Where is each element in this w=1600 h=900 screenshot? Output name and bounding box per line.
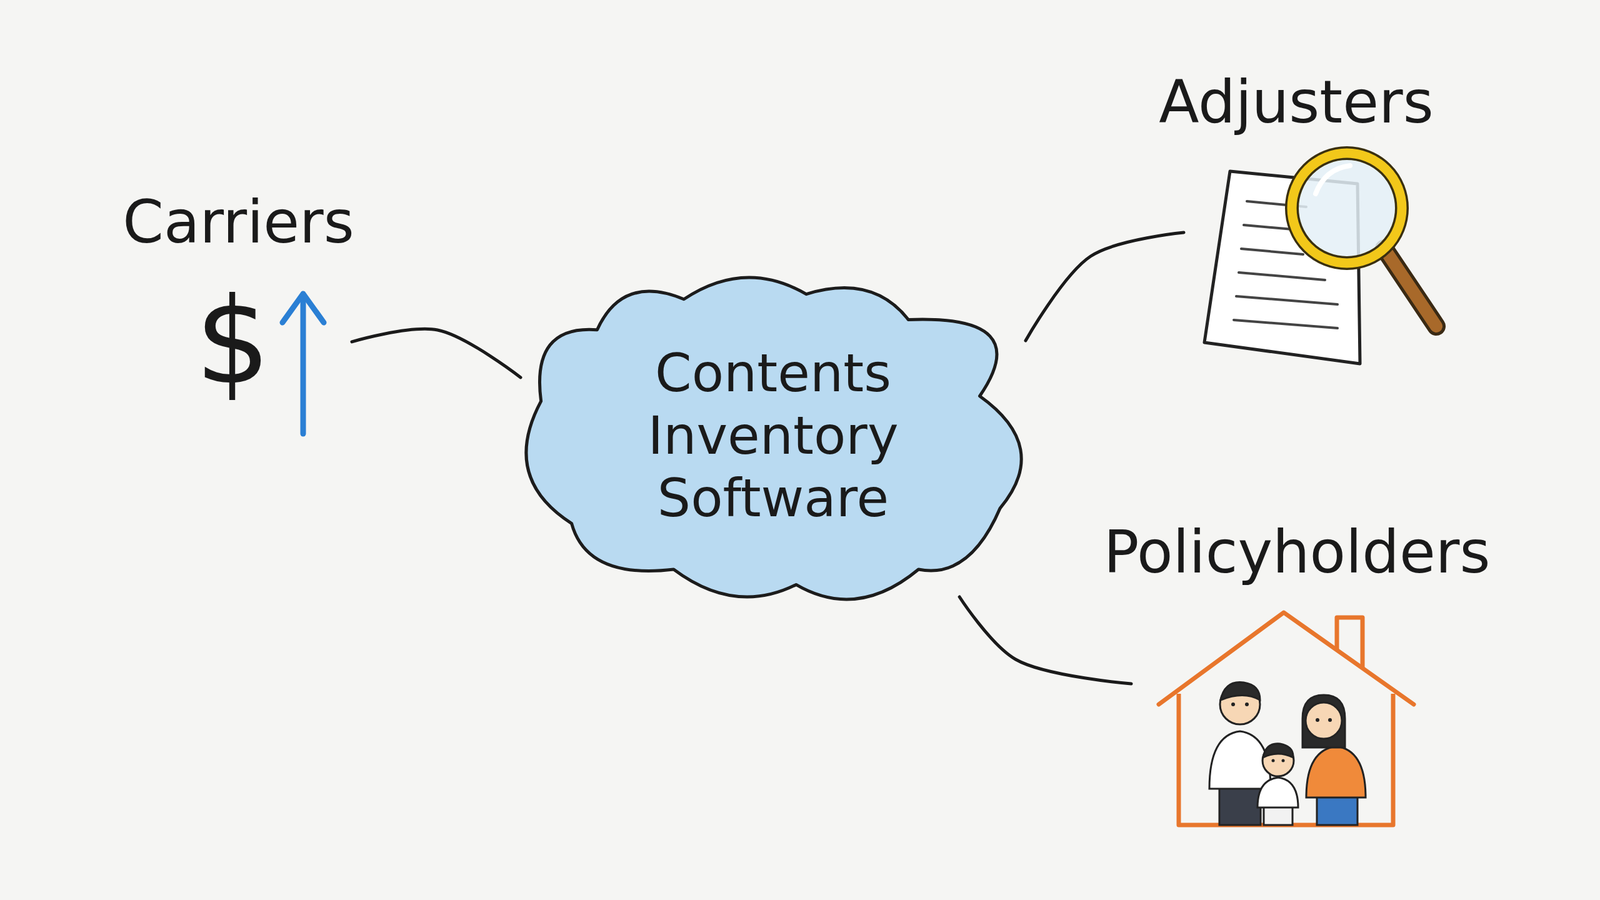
family-figures	[1209, 682, 1366, 825]
stakeholder-group: Adjusters	[1183, 68, 1409, 369]
connector-line	[959, 596, 1132, 684]
growth-arrow	[282, 293, 324, 434]
currency-symbol: $	[195, 282, 271, 402]
house-icon	[1158, 612, 1414, 825]
connector-line	[351, 328, 521, 378]
magnifier-icon	[1291, 153, 1437, 327]
group-heading: Carriers	[122, 188, 354, 257]
group-heading: Policyholders	[1103, 518, 1491, 587]
connector-line	[1025, 232, 1184, 341]
stakeholder-group: Policyholders	[1131, 518, 1463, 832]
face-features	[1231, 702, 1332, 763]
software-cloud: Contents Inventory Software	[520, 273, 1026, 597]
node-title: Contents Inventory Software	[623, 341, 924, 530]
group-heading: Adjusters	[1158, 68, 1434, 137]
